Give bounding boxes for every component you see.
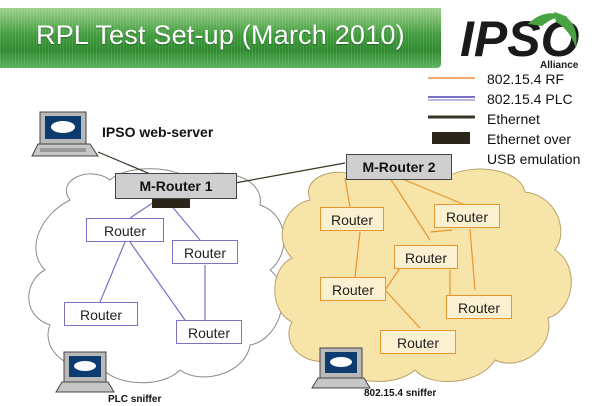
rf-link [469, 228, 476, 291]
rf-link [344, 177, 351, 208]
legend-usb-swatch [432, 132, 470, 144]
page-title: RPL Test Set-up (March 2010) [36, 20, 405, 50]
ipso-logo: IPSO Alliance [460, 11, 580, 71]
rf-links [344, 177, 476, 329]
rf-router: Router [446, 295, 512, 319]
plc-router: Router [176, 320, 242, 344]
rf-link [399, 177, 466, 206]
rf-link [384, 289, 421, 329]
rf-router: Router [320, 277, 386, 301]
plc-link [129, 241, 186, 321]
legend-swatches [428, 77, 475, 144]
legend-plc-label: 802.15.4 PLC [487, 91, 573, 107]
rf-sniffer-computer-icon [311, 347, 371, 389]
ethernet-link-web [97, 151, 156, 177]
legend-ethernet-label: Ethernet [487, 111, 540, 127]
rf-link [354, 231, 361, 278]
rf-router: Router [320, 207, 384, 231]
rf-link [389, 177, 431, 241]
web-server-computer-icon [31, 111, 99, 157]
plc-sniffer-computer-icon [55, 351, 115, 393]
usb-emulation-block [152, 196, 190, 208]
rf-link [384, 267, 401, 291]
plc-link [99, 241, 126, 303]
mrouter-2: M-Router 2 [346, 154, 452, 180]
legend-rf-label: 802.15.4 RF [487, 71, 565, 87]
logo-subtext: Alliance [540, 60, 579, 71]
plc-router: Router [86, 218, 164, 242]
rf-router: Router [380, 330, 456, 354]
plc-sniffer-label: PLC sniffer [108, 394, 162, 405]
title-banner [0, 8, 441, 68]
plc-router: Router [64, 302, 138, 326]
mrouter-1: M-Router 1 [115, 173, 237, 199]
rf-link [429, 229, 453, 233]
plc-router: Router [172, 240, 238, 264]
web-server-label: IPSO web-server [102, 124, 214, 140]
rf-router: Router [394, 245, 458, 269]
legend-usb-label-2: USB emulation [487, 151, 581, 167]
rf-router: Router [434, 204, 500, 228]
ethernet-link-mrouters [234, 162, 346, 184]
legend-usb-label-1: Ethernet over [487, 131, 572, 147]
rf-sniffer-label: 802.15.4 sniffer [364, 388, 437, 399]
